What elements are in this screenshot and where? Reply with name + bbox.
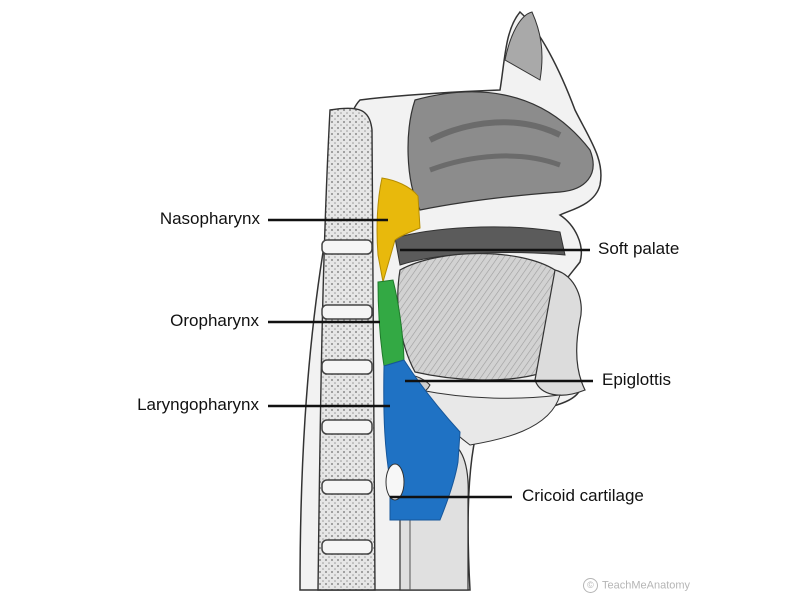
label-nasopharynx: Nasopharynx — [159, 209, 260, 228]
nasopharynx-region — [376, 177, 421, 283]
watermark-text: TeachMeAnatomy — [602, 579, 691, 592]
label-soft-palate: Soft palate — [598, 239, 680, 258]
copyright-icon: © — [583, 578, 598, 593]
leader-lines — [268, 218, 593, 499]
nasal-cavity — [407, 91, 594, 211]
label-cricoid-cartilage: Cricoid cartilage — [522, 486, 644, 505]
label-epiglottis: Epiglottis — [602, 370, 671, 389]
label-oropharynx: Oropharynx — [170, 311, 259, 330]
watermark: © TeachMeAnatomy — [583, 578, 690, 593]
cricoid-shape — [385, 463, 405, 501]
label-laryngopharynx: Laryngopharynx — [137, 395, 259, 414]
cervical-spine — [317, 107, 376, 591]
tongue — [397, 252, 561, 381]
